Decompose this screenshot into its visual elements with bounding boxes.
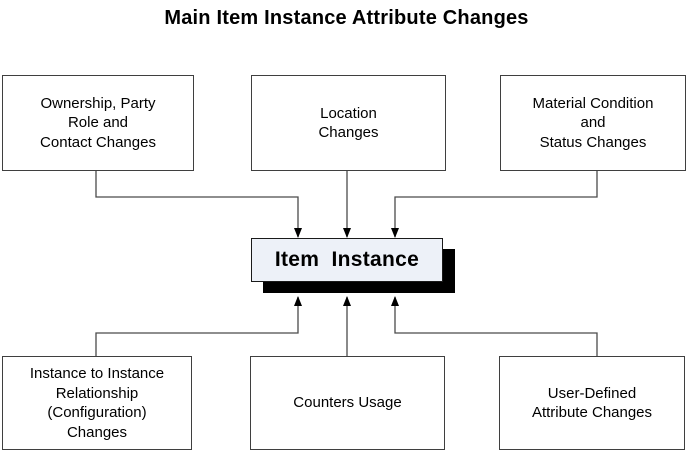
box-label: Counters Usage [293, 394, 402, 412]
box-label: Ownership, Party Role and Contact Change… [40, 94, 156, 151]
box-ownership-party-role-contact-changes: Ownership, Party Role and Contact Change… [2, 75, 194, 171]
connector-userdefined-to-center [391, 296, 598, 356]
connector-ownership-to-center [95, 171, 302, 238]
box-instance-relationship-configuration-changes: Instance to Instance Relationship (Confi… [2, 356, 192, 450]
box-item-instance: Item Instance [251, 238, 443, 282]
box-material-condition-status-changes: Material Condition and Status Changes [500, 75, 686, 171]
box-location-changes: Location Changes [251, 75, 446, 171]
box-label: Instance to Instance Relationship (Confi… [29, 365, 165, 441]
box-label: User-Defined Attribute Changes [531, 384, 653, 422]
center-box-label: Item Instance [274, 248, 420, 271]
box-label: Location Changes [318, 104, 379, 142]
diagram-title: Main Item Instance Attribute Changes [164, 7, 529, 29]
box-counters-usage: Counters Usage [250, 356, 445, 450]
box-label: Material Condition and Status Changes [532, 94, 654, 151]
connector-relationship-to-center [95, 296, 302, 356]
connector-material-to-center [391, 171, 598, 238]
box-user-defined-attribute-changes: User-Defined Attribute Changes [499, 356, 685, 450]
